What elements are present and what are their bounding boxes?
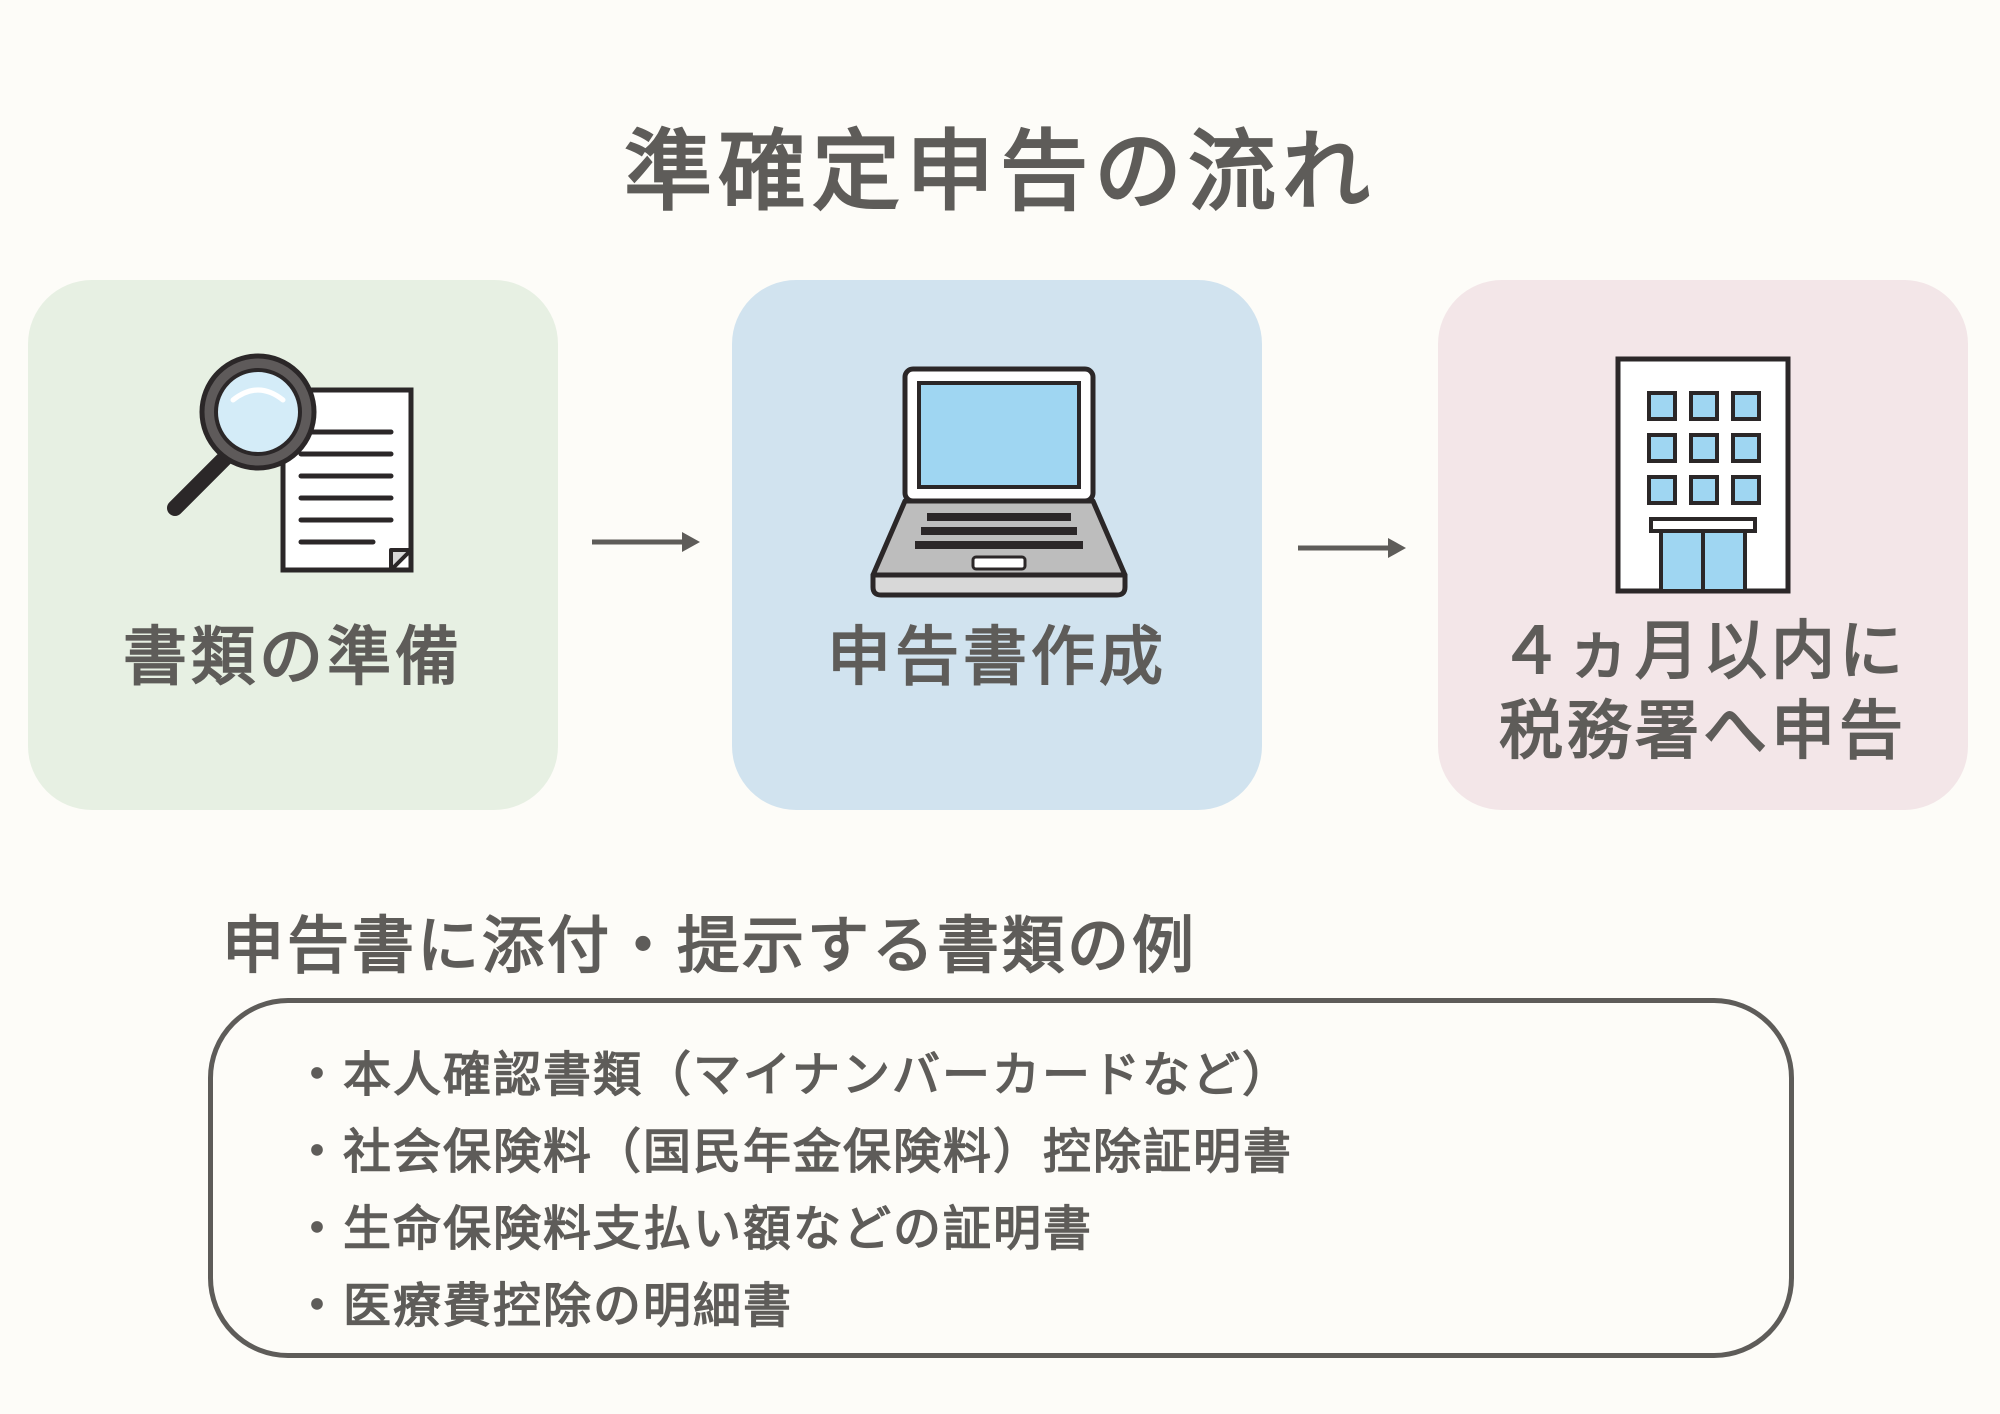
list-item: ・生命保険料支払い額などの証明書 <box>293 1201 1094 1257</box>
step-card-document-preparation: 書類の準備 <box>28 280 558 810</box>
step-label: 申告書作成 <box>732 618 1262 698</box>
magnifier-document-icon <box>167 353 414 573</box>
laptop-icon <box>870 366 1128 598</box>
documents-list: ・本人確認書類（マイナンバーカードなど） ・社会保険料（国民年金保険料）控除証明… <box>293 1037 1293 1345</box>
list-item: ・医療費控除の明細書 <box>293 1278 794 1334</box>
step-label-line: 書類の準備 <box>123 621 463 695</box>
step-label: ４ヵ月以内に 税務署へ申告 <box>1438 612 1968 772</box>
office-building-icon <box>1615 356 1791 594</box>
list-item: ・本人確認書類（マイナンバーカードなど） <box>293 1047 1293 1103</box>
arrow-right-icon <box>1298 538 1406 558</box>
arrow-right-icon <box>592 532 700 552</box>
step-label-line: 申告書作成 <box>827 621 1167 695</box>
documents-box: ・本人確認書類（マイナンバーカードなど） ・社会保険料（国民年金保険料）控除証明… <box>208 998 1794 1358</box>
documents-title: 申告書に添付・提示する書類の例 <box>222 909 1198 982</box>
page-title: 準確定申告の流れ <box>623 120 1376 223</box>
list-item: ・社会保険料（国民年金保険料）控除証明書 <box>293 1124 1294 1180</box>
step-label: 書類の準備 <box>28 618 558 698</box>
step-card-tax-office-filing: ４ヵ月以内に 税務署へ申告 <box>1438 280 1968 810</box>
step-label-line: 税務署へ申告 <box>1499 695 1907 769</box>
step-card-return-creation: 申告書作成 <box>732 280 1262 810</box>
step-label-line: ４ヵ月以内に <box>1499 615 1907 689</box>
